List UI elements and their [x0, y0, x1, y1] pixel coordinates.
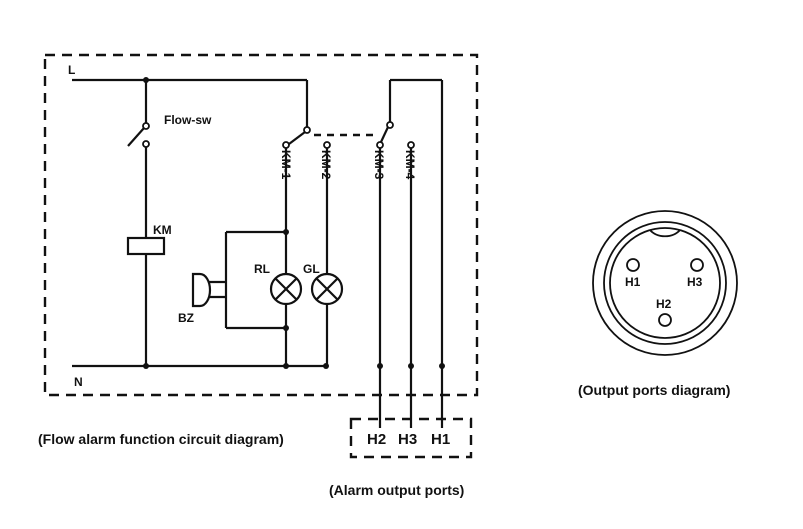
km-changeover-blade-1 — [288, 131, 306, 145]
neutral-rail-label: N — [74, 375, 83, 389]
terminal — [323, 141, 331, 149]
alarm-ports-caption: (Alarm output ports) — [329, 482, 464, 498]
port-label-h2: H2 — [367, 431, 386, 448]
green-lamp-icon — [310, 272, 344, 306]
output-connector-icon — [592, 210, 738, 356]
connector-caption: (Output ports diagram) — [578, 382, 730, 398]
terminal — [142, 140, 150, 148]
circuit-caption: (Flow alarm function circuit diagram) — [38, 431, 284, 447]
terminal — [407, 141, 415, 149]
port-label-h1: H1 — [431, 431, 450, 448]
terminal — [376, 141, 384, 149]
junction — [439, 363, 445, 369]
pin-label-h1: H1 — [625, 275, 641, 289]
flow-switch-blade — [127, 127, 145, 147]
terminal — [303, 126, 311, 134]
km-coil — [126, 236, 166, 256]
terminal — [282, 141, 290, 149]
pin-label-h2: H2 — [656, 297, 672, 311]
red-lamp-label: RL — [254, 262, 270, 276]
junction — [377, 363, 383, 369]
km-coil-label: KM — [153, 223, 172, 237]
live-rail-label: L — [68, 63, 75, 77]
flow-switch-label: Flow-sw — [164, 113, 212, 127]
pin-h2 — [658, 313, 672, 327]
buzzer-icon — [191, 272, 226, 308]
red-lamp-icon — [269, 272, 303, 306]
pin-h3 — [690, 258, 704, 272]
junction — [143, 363, 149, 369]
buzzer-label: BZ — [178, 311, 194, 325]
pin-h1 — [626, 258, 640, 272]
terminal — [386, 121, 394, 129]
terminal — [142, 122, 150, 130]
enclosure-boundary — [43, 53, 479, 397]
pin-label-h3: H3 — [687, 275, 703, 289]
junction — [408, 363, 414, 369]
km-changeover-blade-2 — [380, 126, 389, 143]
port-label-h3: H3 — [398, 431, 417, 448]
green-lamp-label: GL — [303, 262, 320, 276]
